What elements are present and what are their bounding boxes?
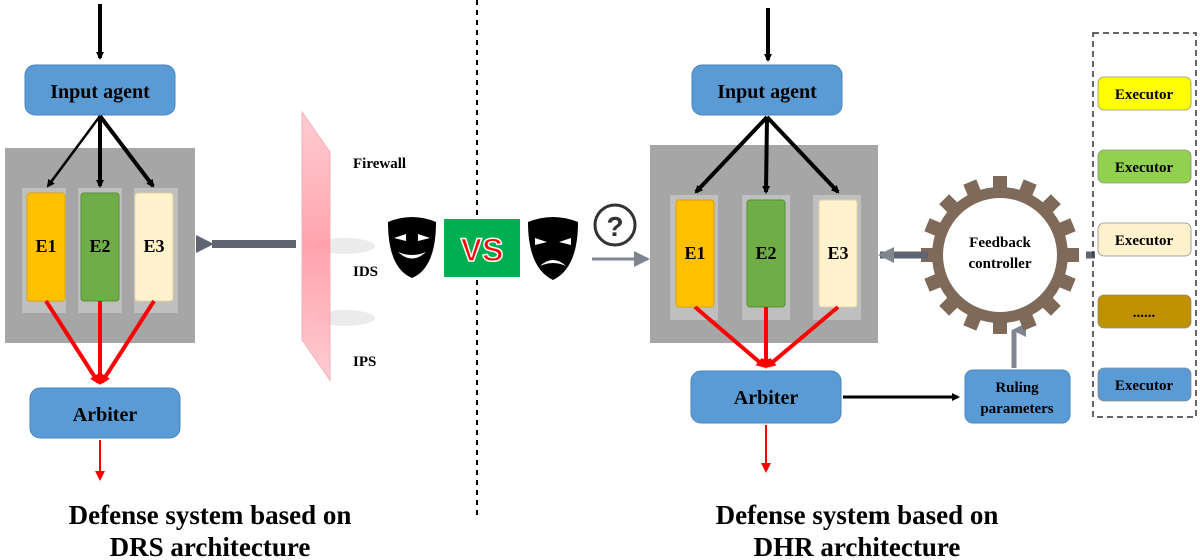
pool-executor-label: Executor [1115, 160, 1174, 176]
pool-executor-box [1097, 222, 1192, 257]
pool-executor-label: ...... [1133, 305, 1156, 321]
pool-executor: Executor [1097, 149, 1192, 184]
feedback-label-line2: controller [968, 256, 1031, 272]
input-agent-label: Input agent [50, 81, 150, 103]
executor-label: E3 [143, 236, 164, 256]
vote-arrow [100, 299, 156, 385]
dispatch-arrow [46, 115, 102, 188]
pool-executor: Executor [1097, 222, 1192, 257]
security-wall: Firewall IDS IPS [301, 110, 406, 382]
executor-label: E2 [89, 236, 110, 256]
firewall-label: Firewall [353, 156, 406, 172]
executor-e2: E2 [746, 199, 786, 308]
input-agent-box: Input agent [24, 64, 176, 116]
executor-pool [1092, 32, 1197, 418]
pool-executor: ...... [1097, 294, 1192, 329]
dhr-caption-line2: DHR architecture [754, 532, 961, 560]
arbiter-box: Arbiter [690, 370, 842, 424]
pool-executor-box [1097, 149, 1192, 184]
input-agent-label: Input agent [717, 81, 817, 103]
executor-e2: E2 [80, 192, 120, 302]
vs-label: VS [461, 232, 504, 268]
dhr-caption-line1: Defense system based on [716, 500, 999, 530]
ips-label: IPS [353, 354, 376, 370]
arbiter-label: Arbiter [734, 387, 799, 409]
dispatch-arrow [765, 115, 840, 194]
pool-executor-label: Executor [1115, 87, 1174, 103]
executor-e3: E3 [818, 199, 858, 308]
dispatch-arrow [98, 114, 155, 188]
ruling-label-line1: Ruling [995, 380, 1039, 396]
pool-executor-box [1097, 76, 1192, 111]
executor-label: E2 [755, 243, 776, 263]
drs-caption-line2: DRS architecture [110, 532, 311, 560]
question-icon: ? [593, 203, 637, 247]
pool-executor-label: Executor [1115, 378, 1174, 394]
pool-executor: Executor [1097, 367, 1192, 402]
executor-label: E3 [827, 243, 848, 263]
vote-arrow [693, 305, 767, 368]
executor-label: E1 [684, 243, 705, 263]
ids-label: IDS [353, 264, 378, 280]
dispatch-arrow [762, 116, 771, 194]
drs-system: Input agent E1 E2 E3 Arbiter Defense sys… [5, 4, 406, 560]
pool-executor-box [1097, 294, 1192, 329]
executor-label: E1 [35, 236, 56, 256]
vote-arrow [44, 299, 100, 385]
attacker-mask-left [388, 217, 436, 278]
vote-arrow [765, 305, 840, 368]
drs-caption-line1: Defense system based on [69, 500, 352, 530]
pool-executor-label: Executor [1115, 233, 1174, 249]
executor-e3: E3 [134, 192, 174, 302]
dhr-system: Input agent E1 E2 E3 Arbiter [650, 8, 1197, 560]
attacker-mask-right [528, 217, 578, 280]
arbiter-box: Arbiter [29, 387, 181, 439]
executor-e1: E1 [26, 192, 66, 302]
wall-panel [301, 110, 331, 382]
feedback-controller-gear: Feedback controller [921, 176, 1079, 334]
input-agent-box: Input agent [691, 64, 843, 116]
feedback-label-line1: Feedback [969, 235, 1031, 251]
ruling-parameters-box: Ruling parameters [964, 369, 1071, 424]
pool-executor: Executor [1097, 76, 1192, 111]
gear-hub [943, 198, 1057, 312]
executor-e1: E1 [675, 199, 715, 308]
question-label: ? [606, 211, 623, 242]
dispatch-arrow [694, 115, 769, 194]
ruling-label-line2: parameters [980, 401, 1053, 417]
pool-executor-box [1097, 367, 1192, 402]
arbiter-label: Arbiter [73, 404, 138, 426]
vs-badge: VS [444, 219, 520, 277]
